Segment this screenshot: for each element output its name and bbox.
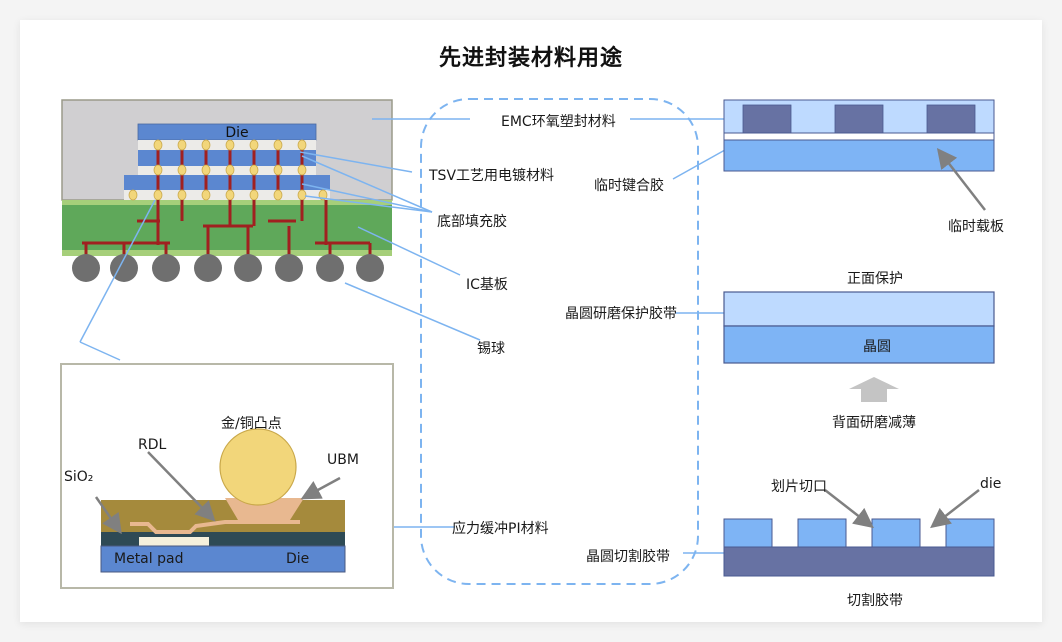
micro-bump xyxy=(177,164,187,176)
substrate-trace xyxy=(82,241,170,245)
micro-bump xyxy=(153,139,163,151)
wafer-label: 晶圆 xyxy=(863,339,891,355)
substrate-via xyxy=(300,200,304,221)
micro-bump xyxy=(177,139,187,151)
material-dicing-tape: 晶圆切割胶带 xyxy=(586,549,670,565)
material-temp-bonding: 临时键合胶 xyxy=(594,178,664,194)
bump-detail-diagram xyxy=(60,363,394,589)
solder-ball xyxy=(316,254,344,282)
front-protect-label: 正面保护 xyxy=(847,271,903,287)
back-grind-label: 背面研磨减薄 xyxy=(832,415,916,431)
material-pi: 应力缓冲PI材料 xyxy=(452,521,549,537)
material-tsv: TSV工艺用电镀材料 xyxy=(429,168,555,184)
material-solder-ball: 锡球 xyxy=(477,341,505,357)
substrate-trace xyxy=(315,241,370,245)
micro-bump xyxy=(201,189,211,201)
metal-pad-label: Metal pad xyxy=(114,551,184,567)
micro-bump xyxy=(177,189,187,201)
temp-bonding-diagram xyxy=(723,99,995,211)
substrate-via xyxy=(122,243,126,256)
dicing-tape xyxy=(723,546,995,577)
dicing-tape-label: 切割胶带 xyxy=(847,593,903,609)
up-arrow-icon xyxy=(849,377,899,402)
substrate-via xyxy=(324,200,328,245)
material-underfill: 底部填充胶 xyxy=(437,214,507,230)
carrier-label: 临时载板 xyxy=(948,219,1004,235)
micro-bump xyxy=(201,164,211,176)
substrate-trace xyxy=(137,219,160,223)
material-grinding-tape: 晶圆研磨保护胶带 xyxy=(565,306,677,322)
dicing-die-label: die xyxy=(980,476,1002,492)
ubm-label: UBM xyxy=(327,452,359,468)
substrate-via xyxy=(287,226,291,256)
micro-bump xyxy=(273,164,283,176)
solder-ball xyxy=(234,254,262,282)
package-cross-section xyxy=(61,99,393,282)
bump-label: 金/铜凸点 xyxy=(221,416,282,432)
micro-bump xyxy=(225,164,235,176)
leader-lines xyxy=(79,118,751,554)
materials-dashed-region xyxy=(420,98,699,585)
substrate-via xyxy=(180,200,184,221)
solder-ball xyxy=(72,254,100,282)
pi-layer xyxy=(101,500,345,538)
metal-pad xyxy=(139,537,209,546)
micro-bump xyxy=(273,189,283,201)
substrate-via xyxy=(164,243,168,256)
micro-bump xyxy=(201,139,211,151)
page-title: 先进封装材料用途 xyxy=(438,46,623,71)
bump-die-label: Die xyxy=(286,551,310,567)
substrate-via xyxy=(228,200,232,226)
die-base xyxy=(100,545,346,573)
micro-bump xyxy=(128,189,138,201)
substrate-via xyxy=(206,226,210,256)
substrate-via xyxy=(246,226,250,256)
material-ic-substrate: IC基板 xyxy=(466,277,508,293)
solder-ball xyxy=(110,254,138,282)
micro-bump xyxy=(297,139,307,151)
substrate-via xyxy=(252,200,256,226)
micro-bump xyxy=(249,189,259,201)
kerf-label: 划片切口 xyxy=(771,479,827,495)
micro-bump xyxy=(225,189,235,201)
micro-bump xyxy=(153,189,163,201)
temporary-carrier xyxy=(723,139,995,172)
solder-ball xyxy=(152,254,180,282)
grinding-diagram xyxy=(723,291,995,402)
micro-bump xyxy=(225,139,235,151)
solder-ball xyxy=(356,254,384,282)
micro-bump xyxy=(297,189,307,201)
micro-bump xyxy=(153,164,163,176)
front-protect-tape xyxy=(723,291,995,327)
substrate-trace xyxy=(268,219,296,223)
wafer xyxy=(723,325,995,364)
dicing-diagram xyxy=(723,489,995,577)
substrate-via xyxy=(328,243,332,256)
rdl-label: RDL xyxy=(138,437,167,453)
substrate-trace xyxy=(203,224,253,228)
ic-substrate xyxy=(62,200,392,256)
substrate-via xyxy=(156,200,160,245)
solder-ball xyxy=(275,254,303,282)
material-emc: EMC环氧塑封材料 xyxy=(501,114,616,130)
substrate-via xyxy=(84,243,88,256)
ubm xyxy=(225,498,304,520)
substrate-via xyxy=(368,243,372,256)
sio2-label: SiO₂ xyxy=(64,469,94,485)
package-die-label: Die xyxy=(225,125,248,141)
micro-bump xyxy=(297,164,307,176)
gold-copper-bump xyxy=(219,428,297,506)
rdl-trace xyxy=(130,520,300,534)
solder-ball xyxy=(194,254,222,282)
micro-bump xyxy=(249,139,259,151)
micro-bump xyxy=(273,139,283,151)
micro-bump xyxy=(249,164,259,176)
bonding-adhesive xyxy=(723,132,995,141)
